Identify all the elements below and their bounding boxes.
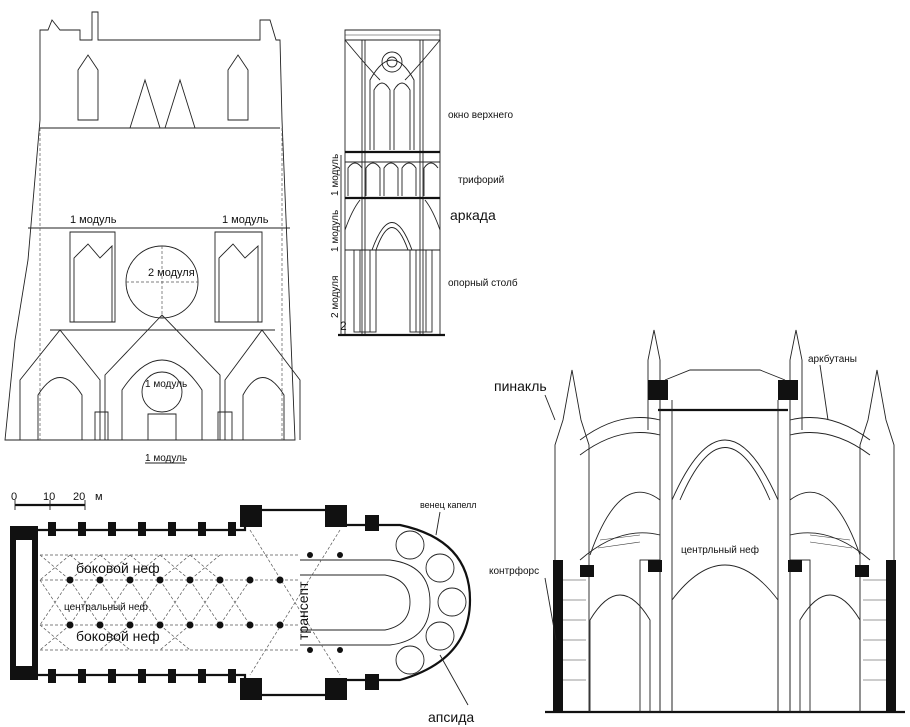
plan-chapels-label: венец капелл	[420, 500, 477, 510]
plan-scale-20: 20	[73, 491, 85, 503]
plan-nave-label: центральный неф	[64, 601, 148, 613]
section-nave-label: центрльный неф	[681, 544, 759, 556]
cross-section-drawing	[544, 329, 905, 714]
plan-aisle-top-label: боковой неф	[76, 560, 160, 576]
plan-transept-label: трансепт	[295, 581, 311, 640]
elevation-number-label: 2	[340, 319, 347, 333]
elevation-triforium-label: трифорий	[458, 174, 504, 186]
facade-rose-modules-label: 2 модуля	[148, 267, 195, 279]
elevation-module-2-label: 1 модуль	[330, 210, 341, 252]
elevation-module-3-label: 2 модуля	[330, 276, 341, 318]
facade-module-right-label: 1 модуль	[222, 214, 269, 226]
plan-scale-unit: м	[95, 491, 103, 503]
facade-portal-module-label: 1 модуль	[145, 379, 187, 390]
elevation-pier-label: опорный столб	[448, 277, 518, 289]
section-pinnacle-label: пинакль	[494, 378, 547, 394]
elevation-arcade-label: аркада	[450, 207, 496, 223]
plan-scale-0: 0	[11, 491, 17, 503]
plan-apse-label: апсида	[428, 709, 474, 725]
floor-plan-drawing	[10, 500, 472, 706]
nave-elevation-drawing	[338, 29, 445, 337]
plan-aisle-bottom-label: боковой неф	[76, 628, 160, 644]
elevation-module-1-label: 1 модуль	[330, 154, 341, 196]
elevation-clerestory-label: окно верхнего	[448, 110, 514, 121]
plan-scale-10: 10	[43, 491, 55, 503]
section-buttress-label: контрфорс	[489, 565, 539, 577]
facade-drawing	[4, 11, 301, 464]
facade-module-left-label: 1 модуль	[70, 214, 117, 226]
section-flying-buttresses-label: аркбутаны	[808, 353, 857, 365]
facade-bottom-module-label: 1 модуль	[145, 453, 187, 464]
